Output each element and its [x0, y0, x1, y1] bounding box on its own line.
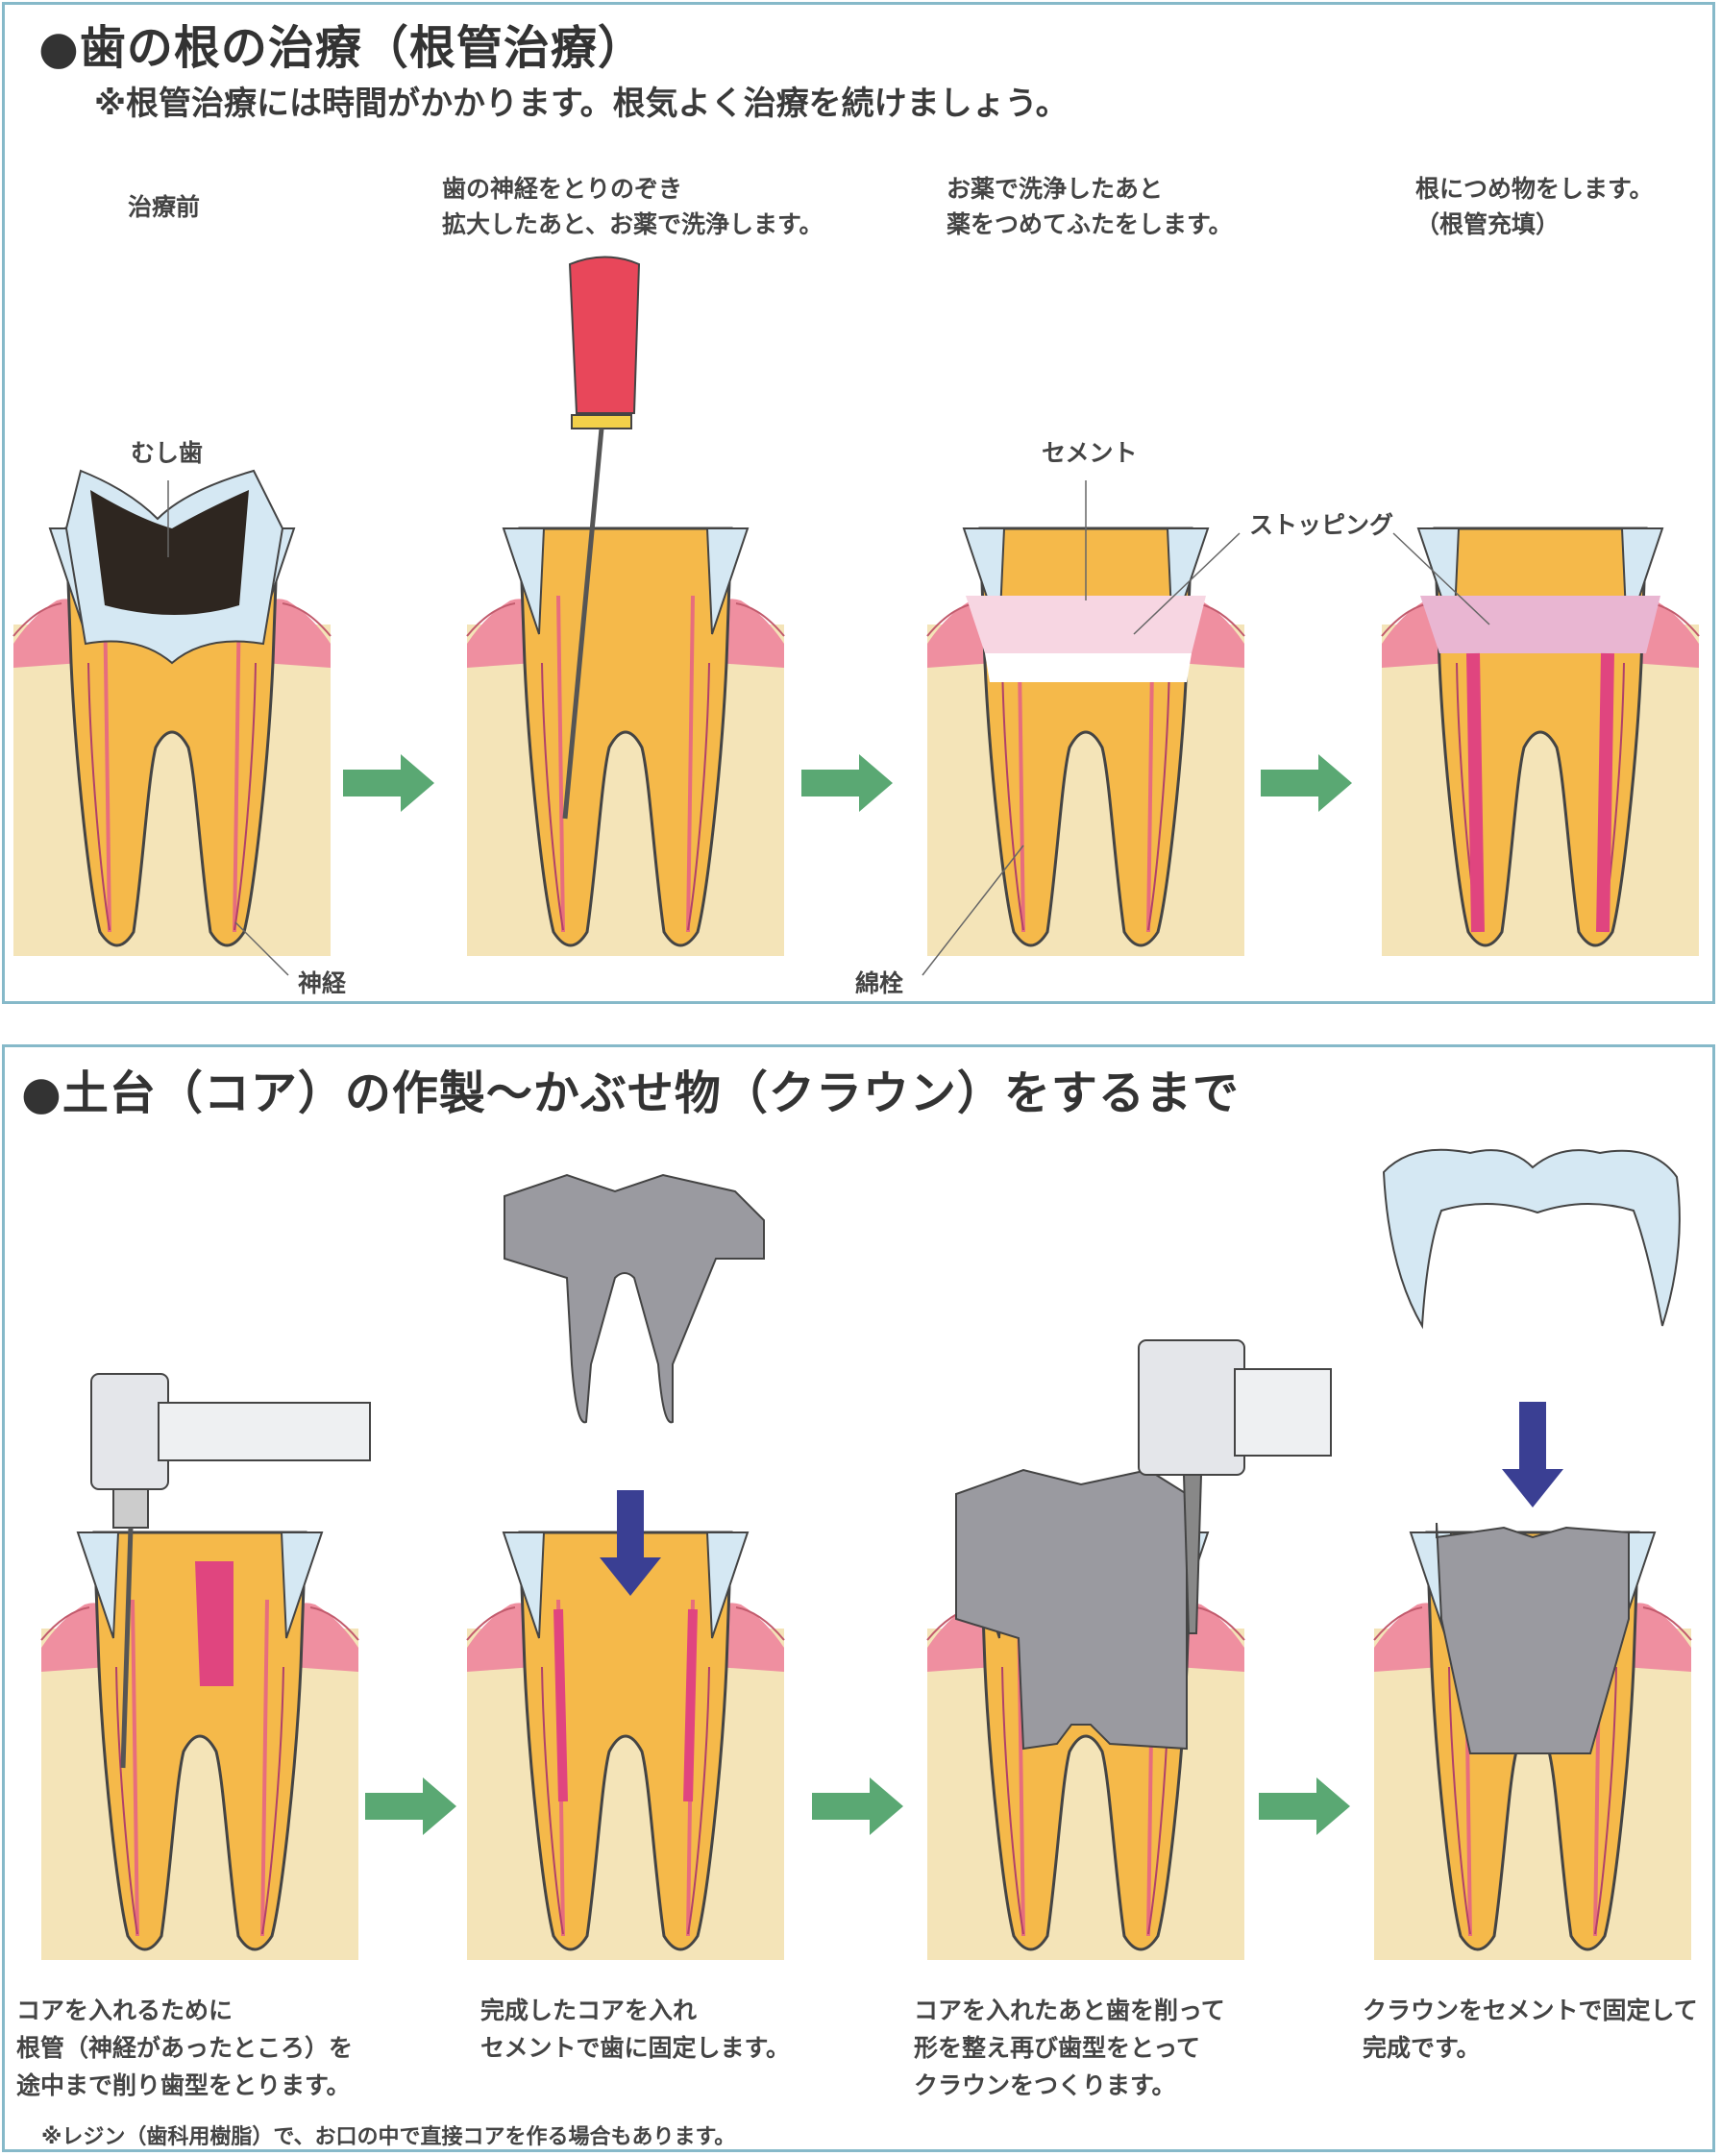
- step-arrow: [812, 1777, 903, 1835]
- step-label-root-filling: 根につめ物をします。（根管充填）: [1415, 175, 1654, 238]
- tooth-crown-complete: [1372, 1522, 1693, 1962]
- annotation-lines: [167, 480, 1490, 976]
- tooth-core-cemented: [465, 1531, 786, 1962]
- label-nerve: 神経: [298, 969, 347, 997]
- file-instrument: [562, 256, 641, 820]
- caption-crown-complete: クラウンをセメントで固定して完成です。: [1363, 1997, 1698, 2062]
- down-arrow: [1502, 1402, 1563, 1507]
- step-label-before: 治療前: [128, 193, 201, 221]
- label-stopping: ストッピング: [1249, 511, 1394, 539]
- step-arrow: [343, 754, 434, 812]
- step-arrow: [365, 1777, 456, 1835]
- handpiece-left: [90, 1373, 371, 1769]
- tooth-crown-prep: [925, 1468, 1246, 1962]
- caption-core-prep: コアを入れるために根管（神経があったところ）を途中まで削り歯型をとります。: [16, 1997, 354, 2099]
- step-arrow: [801, 754, 893, 812]
- tooth-medication: [925, 527, 1246, 958]
- step-label-medication: お薬で洗浄したあと薬をつめてふたをします。: [947, 175, 1233, 238]
- handpiece-right: [1138, 1339, 1332, 1634]
- step-arrow: [1259, 1777, 1350, 1835]
- caption-core-cemented: 完成したコアを入れセメントで歯に固定します。: [480, 1997, 791, 2062]
- tooth-root-filling: [1380, 527, 1701, 958]
- tooth-before-treatment: [12, 469, 332, 958]
- tooth-core-prep: [39, 1531, 360, 1962]
- caption-crown-prep: コアを入れたあと歯を削って形を整え再び歯型をとってクラウンをつくります。: [914, 1997, 1225, 2099]
- section1-subtitle: ※根管治療には時間がかかります。根気よく治療を続けましょう。: [94, 85, 1069, 123]
- section2-title: ●土台（コア）の作製〜かぶせ物（クラウン）をするまで: [21, 1066, 1240, 1120]
- step-label-nerve-removal: 歯の神経をとりのぞき拡大したあと、お薬で洗浄します。: [442, 175, 824, 238]
- section1-title: ●歯の根の治療（根管治療）: [38, 21, 645, 75]
- tooth-nerve-removal: [465, 527, 786, 958]
- core-piece: [504, 1173, 765, 1424]
- step-arrow: [1261, 754, 1352, 812]
- crown-piece: [1382, 1148, 1681, 1330]
- label-cotton-plug: 綿栓: [855, 969, 904, 997]
- label-caries: むし歯: [131, 439, 204, 467]
- footnote: ※レジン（歯科用樹脂）で、お口の中で直接コアを作る場合もあります。: [41, 2125, 736, 2149]
- label-cement: セメント: [1042, 439, 1138, 467]
